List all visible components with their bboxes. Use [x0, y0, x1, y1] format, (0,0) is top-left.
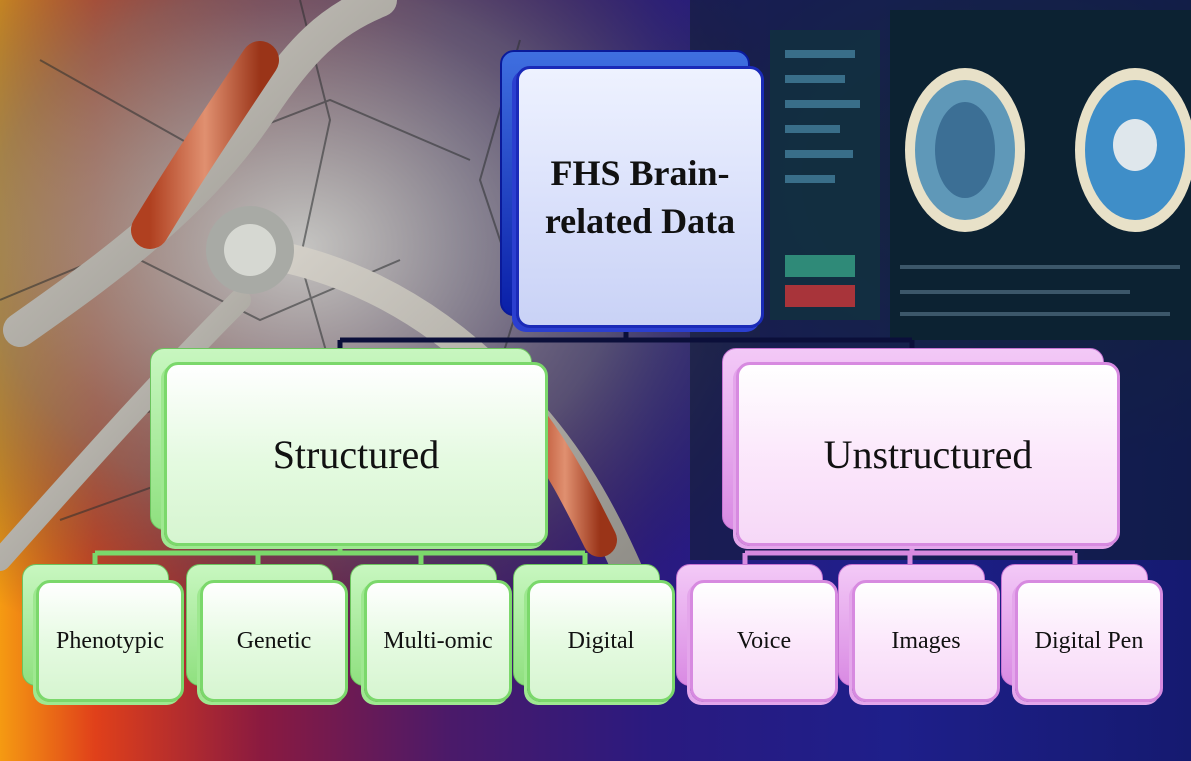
leaf-node-digital: Digital: [513, 564, 675, 702]
leaf-label-genetic: Genetic: [236, 627, 312, 654]
leaf-node-voice: Voice: [676, 564, 838, 702]
branch-label-unstructured: Unstructured: [823, 431, 1033, 477]
leaf-label-digital-pen: Digital Pen: [1034, 627, 1144, 654]
leaf-node-digital-pen: Digital Pen: [1001, 564, 1163, 702]
branch-node-structured: Structured: [150, 348, 548, 546]
leaf-label-phenotypic: Phenotypic: [56, 627, 164, 654]
leaf-label-digital: Digital: [567, 627, 635, 654]
root-node-label: FHS Brain- related Data: [544, 153, 736, 241]
branch-node-unstructured: Unstructured: [722, 348, 1120, 546]
root-node: FHS Brain- related Data: [500, 50, 764, 328]
leaf-label-multi-omic: Multi-omic: [383, 627, 493, 654]
leaf-node-images: Images: [838, 564, 1000, 702]
leaf-label-voice: Voice: [736, 627, 792, 654]
leaf-label-images: Images: [891, 627, 961, 654]
branch-label-structured: Structured: [272, 431, 440, 477]
leaf-node-phenotypic: Phenotypic: [22, 564, 184, 702]
leaf-node-genetic: Genetic: [186, 564, 348, 702]
leaf-node-multi-omic: Multi-omic: [350, 564, 512, 702]
